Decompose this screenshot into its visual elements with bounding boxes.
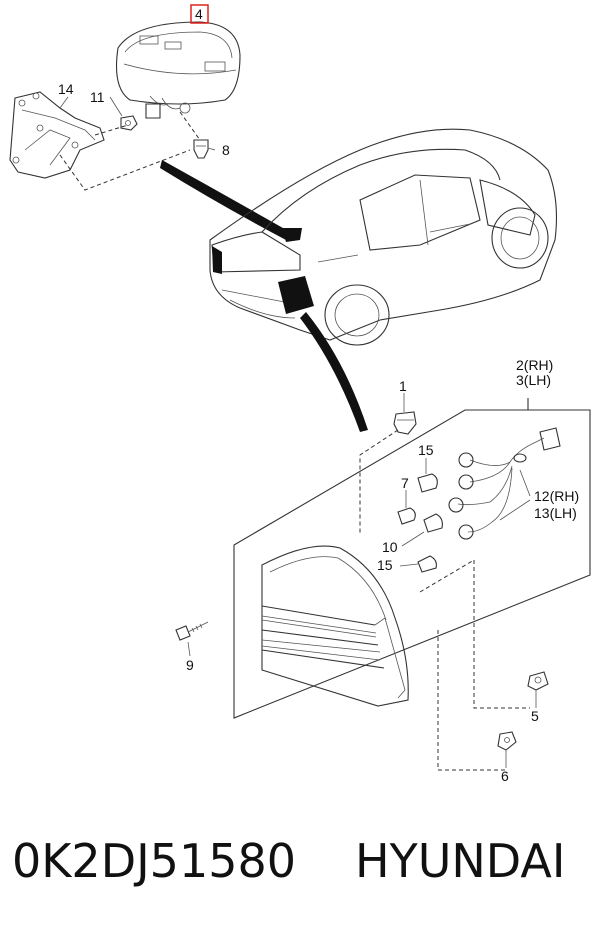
callout-15-upper: 15 — [418, 442, 434, 458]
callout-4: 4 — [195, 6, 203, 22]
callout-7: 7 — [401, 475, 409, 491]
bulb-7 — [397, 507, 416, 525]
callout-1: 1 — [399, 378, 407, 394]
callout-13: 13(LH) — [534, 505, 577, 521]
wiring-harness — [448, 427, 561, 540]
assembly-frame — [233, 409, 591, 719]
socket-1 — [393, 411, 417, 435]
nut-6 — [497, 731, 517, 751]
callout-12: 12(RH) — [534, 488, 579, 504]
callout-9: 9 — [186, 657, 194, 673]
bulb-15-upper — [417, 473, 438, 493]
callout-10: 10 — [382, 539, 398, 555]
callout-15-lower: 15 — [377, 557, 393, 573]
callout-6: 6 — [501, 768, 509, 784]
callout-3: 3(LH) — [516, 372, 551, 388]
pointer-high-mount — [160, 160, 290, 240]
brand-name: HYUNDAI — [355, 834, 566, 888]
callout-5: 5 — [531, 708, 539, 724]
callout-8: 8 — [222, 142, 230, 158]
bulb-15-lower — [417, 555, 437, 573]
tail-lamp-housing — [261, 545, 409, 707]
high-mount-stop-lamp — [115, 21, 241, 119]
nut-11 — [120, 115, 138, 131]
pointer-tail-lamp — [300, 312, 368, 432]
part-number: 0K2DJ51580 — [12, 834, 297, 888]
callout-2: 2(RH) — [516, 357, 553, 373]
bulb-10 — [423, 513, 443, 533]
screw-8 — [193, 139, 209, 159]
highlight-box-4 — [190, 4, 209, 24]
screw-9 — [175, 621, 209, 641]
callout-11: 11 — [90, 89, 105, 105]
mounting-bracket — [9, 91, 105, 179]
sedan-car — [209, 128, 557, 346]
nut-5 — [527, 671, 549, 691]
callout-14: 14 — [58, 81, 74, 97]
